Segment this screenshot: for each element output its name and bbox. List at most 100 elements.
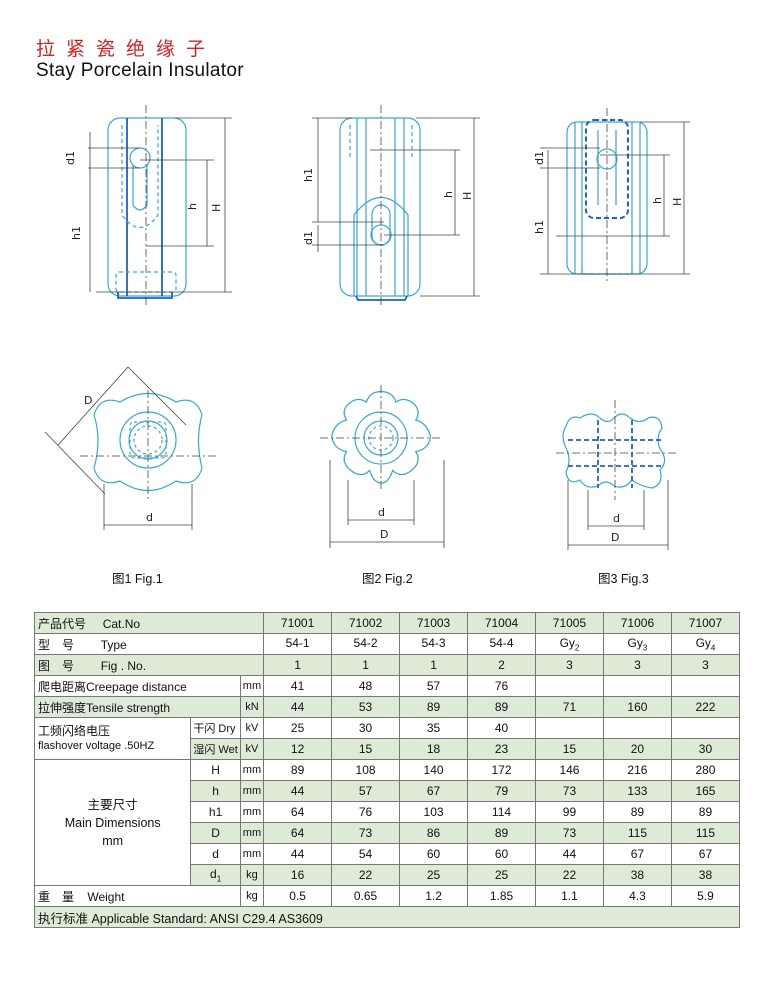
label-wet: 湿闪 Wet	[190, 738, 241, 760]
cell: 5.9	[670, 885, 741, 907]
spec-table: 产品代号 Cat.No 71001 71002 71003 71004 7100…	[33, 612, 741, 928]
cell: 103	[399, 801, 469, 823]
fig1-label-D: D	[84, 394, 92, 407]
fig1-label-d: d	[146, 511, 153, 524]
cell	[670, 717, 741, 739]
cell: 16	[263, 864, 333, 886]
cell: 280	[670, 759, 741, 781]
cell	[670, 675, 741, 697]
cell: 38	[602, 864, 672, 886]
fig2-label-d: d	[378, 506, 385, 519]
cell: 71001	[263, 612, 333, 634]
cell: 73	[331, 822, 401, 844]
cell: 1.2	[399, 885, 469, 907]
fig3-label-d1: d1	[533, 151, 546, 165]
cell: 44	[263, 843, 333, 865]
cell: 67	[670, 843, 741, 865]
cell: 172	[467, 759, 536, 781]
cell: Gy4	[670, 633, 741, 655]
cell: 20	[602, 738, 672, 760]
fig2-side-view	[339, 117, 421, 301]
row-dim-h: h mm 44 57 67 79 73 133 165	[35, 780, 741, 802]
cell	[602, 717, 672, 739]
unit: mm	[239, 843, 265, 865]
cell: 160	[602, 696, 672, 718]
fig3-plan-view	[562, 413, 666, 489]
dim-symbol: h	[190, 780, 241, 802]
cell: 73	[534, 822, 604, 844]
cell: 41	[263, 675, 333, 697]
cell: 38	[670, 864, 741, 886]
cell: 71006	[602, 612, 672, 634]
cell: 79	[467, 780, 536, 802]
row-creepage: 爬电距离Creepage distance mm 41 48 57 76	[34, 675, 741, 697]
cell: 48	[331, 675, 401, 697]
label-tensile: 拉伸强度Tensile strength	[34, 696, 241, 718]
cell: 54-3	[399, 633, 469, 655]
fig2-label-D: D	[380, 528, 388, 541]
caption-fig3: 图3 Fig.3	[598, 572, 649, 586]
cell: 25	[399, 864, 469, 886]
unit: mm	[239, 675, 265, 697]
cell: 71007	[670, 612, 741, 634]
cell: 89	[399, 696, 469, 718]
cell: 216	[602, 759, 672, 781]
cell: 2	[467, 654, 536, 676]
fig2-label-H: H	[461, 192, 474, 200]
unit: kg	[239, 885, 265, 907]
cell: 89	[467, 696, 536, 718]
label-catno: 产品代号 Cat.No	[33, 612, 265, 634]
cell: 40	[467, 717, 536, 739]
label-fig: 图 号 Fig . No.	[33, 654, 265, 676]
cell: 60	[467, 843, 536, 865]
cell: 1	[263, 654, 333, 676]
fig3-label-h: h	[651, 197, 664, 204]
cell	[534, 675, 604, 697]
cell: 44	[534, 843, 604, 865]
dim-symbol: H	[190, 759, 241, 781]
cell: 115	[670, 822, 741, 844]
cell: 133	[602, 780, 672, 802]
cell: 22	[331, 864, 401, 886]
fig3-label-H: H	[671, 198, 684, 206]
label-weight: 重 量 Weight	[34, 885, 241, 907]
page-title-en: Stay Porcelain Insulator	[36, 60, 244, 81]
row-dim-d: d mm 44 54 60 60 44 67 67	[35, 843, 741, 865]
cell: 165	[670, 780, 741, 802]
cell: 1.85	[467, 885, 536, 907]
fig2-label-h: h	[442, 191, 455, 198]
row-tensile: 拉伸强度Tensile strength kN 44 53 89 89 71 1…	[34, 696, 741, 718]
cell: 3	[602, 654, 672, 676]
unit: kV	[239, 717, 265, 739]
unit: mm	[239, 822, 265, 844]
cell: 89	[602, 801, 672, 823]
cell: 71003	[399, 612, 469, 634]
row-wet: 湿闪 Wet kV 12 15 18 23 15 20 30	[35, 738, 741, 760]
cell: 71005	[534, 612, 604, 634]
fig1-side-view	[107, 117, 187, 299]
label-creepage: 爬电距离Creepage distance	[34, 675, 241, 697]
cell: 64	[263, 801, 333, 823]
fig2-label-h1: h1	[302, 168, 315, 182]
cell: 1	[331, 654, 401, 676]
unit: kg	[239, 864, 265, 886]
cell	[534, 717, 604, 739]
cell: 30	[670, 738, 741, 760]
fig3-side-view	[566, 119, 648, 275]
cell: 54-4	[467, 633, 536, 655]
label-type: 型 号 Type	[33, 633, 265, 655]
cell: Gy2	[534, 633, 604, 655]
row-dim-D: D mm 64 73 86 89 73 115 115	[35, 822, 741, 844]
cell: 0.5	[263, 885, 333, 907]
fig3-label-h1: h1	[533, 220, 546, 234]
cell: 86	[399, 822, 469, 844]
cell: 73	[534, 780, 604, 802]
cell: 115	[602, 822, 672, 844]
cell: 76	[467, 675, 536, 697]
fig2-label-d1: d1	[302, 231, 315, 245]
cell: Gy3	[602, 633, 672, 655]
cell: 89	[467, 822, 536, 844]
row-catno: 产品代号 Cat.No 71001 71002 71003 71004 7100…	[33, 612, 741, 634]
caption-fig2: 图2 Fig.2	[362, 572, 413, 586]
